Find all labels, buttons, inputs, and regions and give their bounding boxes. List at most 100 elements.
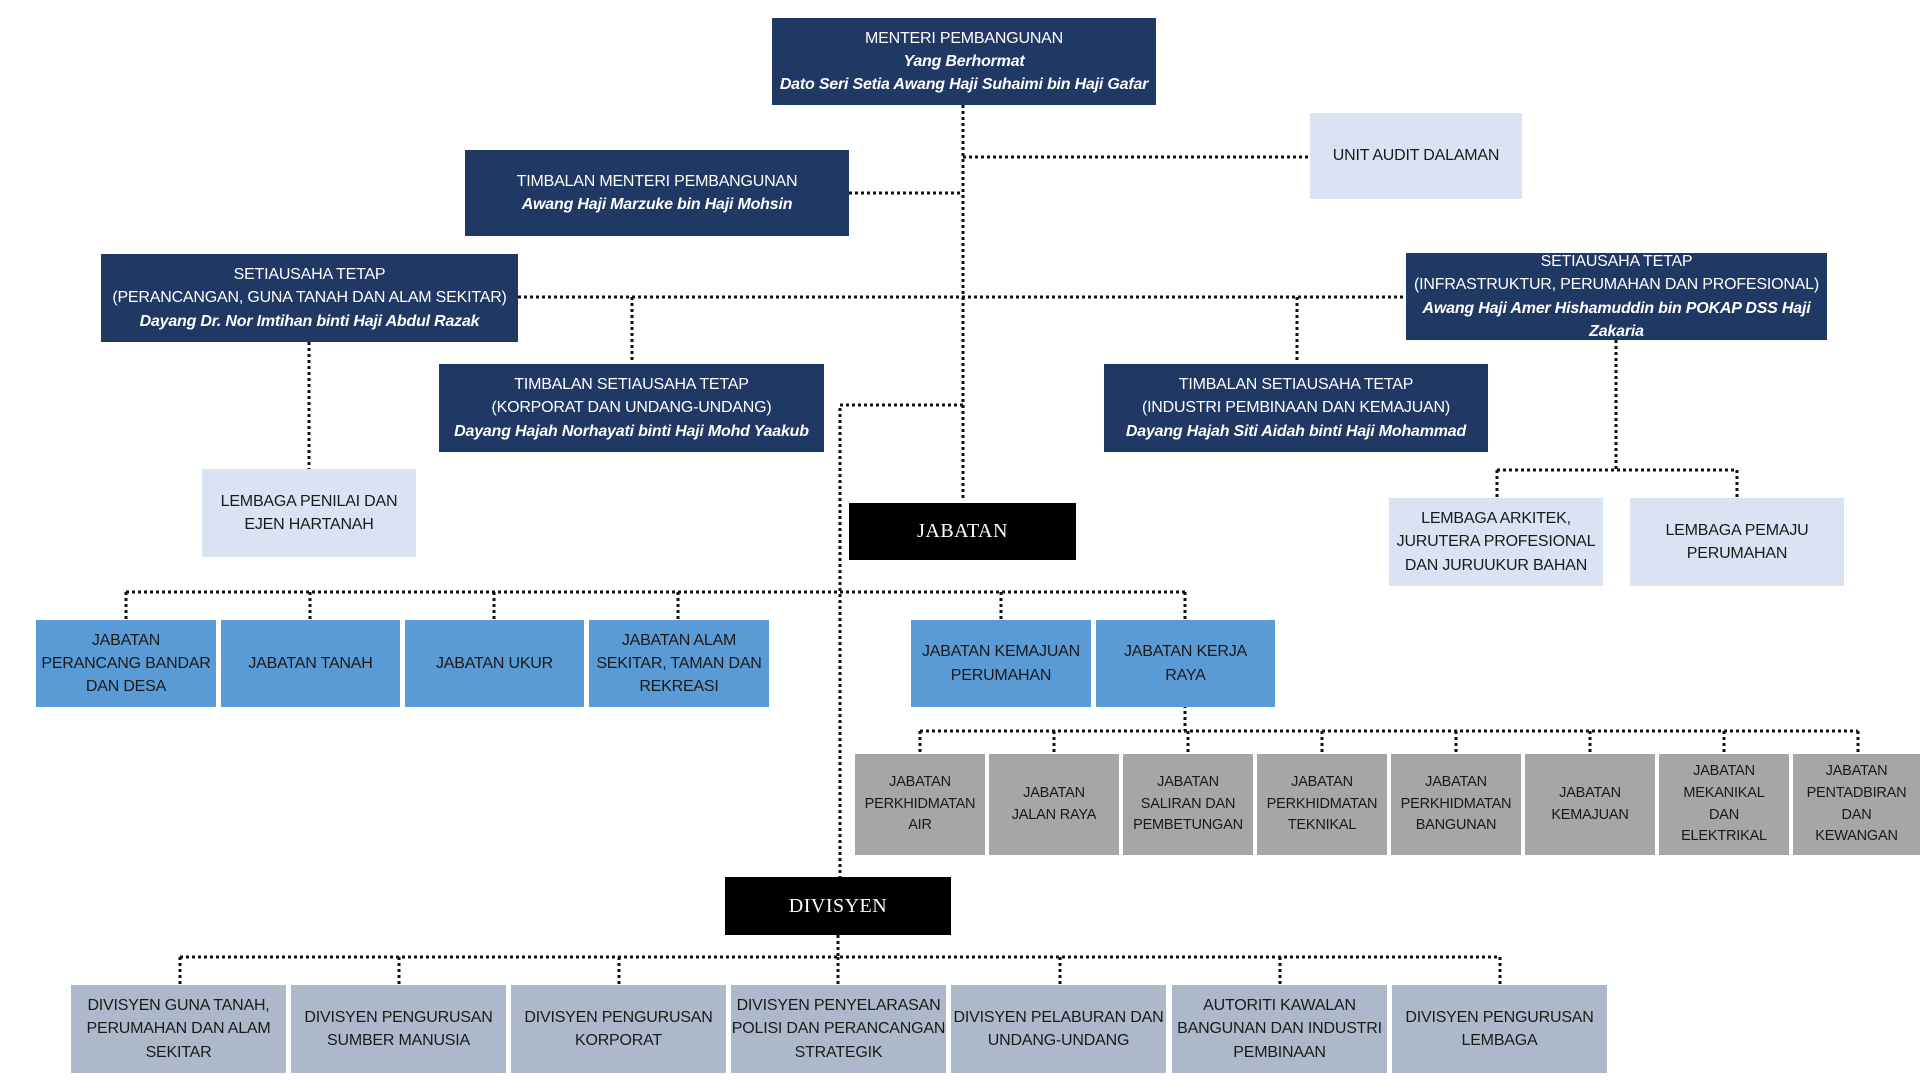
pwd-box-buildings: JABATAN PERKHIDMATAN BANGUNAN [1391, 754, 1521, 855]
ps-left-name: Dayang Dr. Nor Imtihan binti Haji Abdul … [139, 312, 480, 330]
dps-left-portfolio: (KORPORAT DAN UNDANG-UNDANG) [491, 399, 772, 417]
department-line: JABATAN [91, 631, 161, 649]
pwd-box-mechanical: JABATAN MEKANIKAL DAN ELEKTRIKAL [1659, 754, 1789, 855]
division-line: STRATEGIK [794, 1043, 883, 1061]
dps-right-title: TIMBALAN SETIAUSAHA TETAP [1178, 376, 1414, 394]
pwd-line: JABATAN [1693, 763, 1755, 779]
pwd-line: PEMBETUNGAN [1133, 817, 1243, 834]
pwd-box-development: JABATAN KEMAJUAN [1525, 754, 1655, 855]
connector-pwd-drops [918, 731, 1860, 754]
pwd-box-water: JABATAN PERKHIDMATAN AIR [855, 754, 985, 855]
pwd-line: JABATAN [1559, 784, 1621, 801]
department-line: JABATAN TANAH [248, 654, 373, 672]
minister-honorific: Yang Berhormat [903, 52, 1025, 70]
pwd-line: JABATAN [1825, 763, 1888, 779]
connector-divisyen-drops [178, 957, 1502, 985]
pwd-line: MEKANIKAL [1683, 784, 1765, 801]
ps-right-portfolio: (INFRASTRUKTUR, PERUMAHAN DAN PROFESIONA… [1414, 276, 1819, 294]
department-line: JABATAN ALAM [621, 631, 737, 649]
architects-board-box: LEMBAGA ARKITEK, JURUTERA PROFESIONAL DA… [1389, 498, 1603, 586]
division-box-board-management: DIVISYEN PENGURUSAN LEMBAGA [1392, 985, 1607, 1073]
division-line: BANGUNAN DAN INDUSTRI [1177, 1020, 1382, 1038]
pwd-line: PERKHIDMATAN [864, 795, 976, 812]
division-box-policy: DIVISYEN PENYELARASAN POLISI DAN PERANCA… [731, 985, 946, 1073]
division-line: DIVISYEN GUNA TANAH, [87, 997, 270, 1015]
division-box-building-authority: AUTORITI KAWALAN BANGUNAN DAN INDUSTRI P… [1172, 985, 1387, 1073]
pwd-line: AIR [908, 817, 932, 834]
division-line: LEMBAGA [1461, 1032, 1538, 1049]
division-line: DIVISYEN PENGURUSAN [304, 1008, 493, 1026]
dps-left-title: TIMBALAN SETIAUSAHA TETAP [514, 376, 749, 394]
ps-left-title: SETIAUSAHA TETAP [233, 266, 386, 284]
pwd-line: TEKNIKAL [1287, 817, 1357, 834]
valuers-board-box: LEMBAGA PENILAI DAN EJEN HARTANAH [202, 469, 416, 557]
pwd-line: KEWANGAN [1815, 828, 1898, 845]
pwd-line: ELEKTRIKAL [1681, 828, 1767, 845]
division-box-hr: DIVISYEN PENGURUSAN SUMBER MANUSIA [291, 985, 506, 1073]
division-box-land-use: DIVISYEN GUNA TANAH, PERUMAHAN DAN ALAM … [71, 985, 286, 1073]
division-line: DIVISYEN PELABURAN DAN [953, 1008, 1164, 1026]
connector-jabatan-drops [124, 592, 1187, 620]
division-line: PERUMAHAN DAN ALAM [86, 1020, 271, 1038]
pwd-line: JABATAN [1157, 773, 1219, 790]
connector-divisyen-path [838, 403, 963, 877]
department-box-housing: JABATAN KEMAJUAN PERUMAHAN [911, 620, 1091, 707]
department-box-survey: JABATAN UKUR [405, 620, 584, 707]
department-line: REKREASI [639, 678, 719, 696]
minister-box: MENTERI PEMBANGUNAN Yang Berhormat Dato … [772, 18, 1156, 105]
jabatan-heading-label: JABATAN [917, 520, 1008, 542]
deputy-minister-box: TIMBALAN MENTERI PEMBANGUNAN Awang Haji … [465, 150, 849, 236]
pwd-box-drainage: JABATAN SALIRAN DAN PEMBETUNGAN [1123, 754, 1253, 855]
department-line: PERANCANG BANDAR [41, 654, 211, 672]
dps-right-name: Dayang Hajah Siti Aidah binti Haji Moham… [1125, 422, 1467, 440]
ps-right-name: Awang Haji Amer Hishamuddin bin POKAP DS… [1422, 299, 1811, 340]
dps-right-portfolio: (INDUSTRI PEMBINAAN DAN KEMAJUAN) [1141, 399, 1451, 417]
connector-ps-right-boards [1495, 340, 1739, 498]
department-line: JABATAN UKUR [435, 654, 554, 672]
department-box-public-works: JABATAN KERJA RAYA [1096, 620, 1275, 707]
pwd-line: JALAN RAYA [1011, 806, 1097, 823]
division-line: POLISI DAN PERANCANGAN [731, 1020, 946, 1038]
architects-board-line: DAN JURUUKUR BAHAN [1404, 556, 1588, 574]
division-line: KORPORAT [574, 1032, 662, 1049]
audit-unit-box: UNIT AUDIT DALAMAN [1310, 113, 1522, 199]
dps-left-box: TIMBALAN SETIAUSAHA TETAP (KORPORAT DAN … [439, 364, 824, 452]
pwd-box-technical: JABATAN PERKHIDMATAN TEKNIKAL [1257, 754, 1387, 855]
department-box-town-planning: JABATAN PERANCANG BANDAR DAN DESA [36, 620, 216, 707]
developers-board-line: LEMBAGA PEMAJU [1665, 521, 1809, 539]
pwd-line: SALIRAN DAN [1140, 795, 1236, 812]
division-line: DIVISYEN PENGURUSAN [524, 1008, 713, 1026]
pwd-line: JABATAN [1291, 773, 1353, 790]
department-box-land: JABATAN TANAH [221, 620, 400, 707]
deputy-minister-title: TIMBALAN MENTERI PEMBANGUNAN [516, 172, 798, 190]
developers-board-line: PERUMAHAN [1686, 545, 1788, 562]
department-box-environment: JABATAN ALAM SEKITAR, TAMAN DAN REKREASI [589, 620, 769, 707]
pwd-line: PENTADBIRAN [1806, 784, 1907, 801]
pwd-line: DAN [1708, 806, 1739, 823]
dps-left-name: Dayang Hajah Norhayati binti Haji Mohd Y… [454, 422, 809, 440]
division-line: DIVISYEN PENGURUSAN [1405, 1008, 1594, 1026]
department-line: JABATAN KERJA [1123, 643, 1248, 661]
division-line: AUTORITI KAWALAN [1203, 997, 1356, 1015]
department-line: RAYA [1165, 666, 1206, 684]
pwd-line: JABATAN [889, 773, 951, 790]
pwd-line: JABATAN [1425, 773, 1487, 790]
pwd-box-administration: JABATAN PENTADBIRAN DAN KEWANGAN [1793, 754, 1920, 855]
jabatan-heading: JABATAN [849, 503, 1076, 560]
pwd-line: JABATAN [1023, 784, 1085, 801]
valuers-board-line: LEMBAGA PENILAI DAN [220, 492, 398, 510]
minister-name: Dato Seri Setia Awang Haji Suhaimi bin H… [779, 76, 1149, 94]
department-line: DAN DESA [85, 678, 167, 696]
audit-unit-label: UNIT AUDIT DALAMAN [1332, 147, 1500, 165]
pwd-line: BANGUNAN [1415, 817, 1497, 834]
pwd-line: DAN [1841, 806, 1872, 823]
department-line: JABATAN KEMAJUAN [921, 643, 1080, 661]
ps-left-box: SETIAUSAHA TETAP (PERANCANGAN, GUNA TANA… [101, 254, 518, 342]
divisyen-heading-label: DIVISYEN [788, 894, 888, 917]
division-line: UNDANG-UNDANG [987, 1032, 1130, 1049]
division-line: SUMBER MANUSIA [327, 1032, 470, 1049]
ps-right-title: SETIAUSAHA TETAP [1540, 253, 1693, 271]
department-line: SEKITAR, TAMAN DAN [596, 654, 762, 672]
architects-board-line: JURUTERA PROFESIONAL [1396, 533, 1596, 551]
